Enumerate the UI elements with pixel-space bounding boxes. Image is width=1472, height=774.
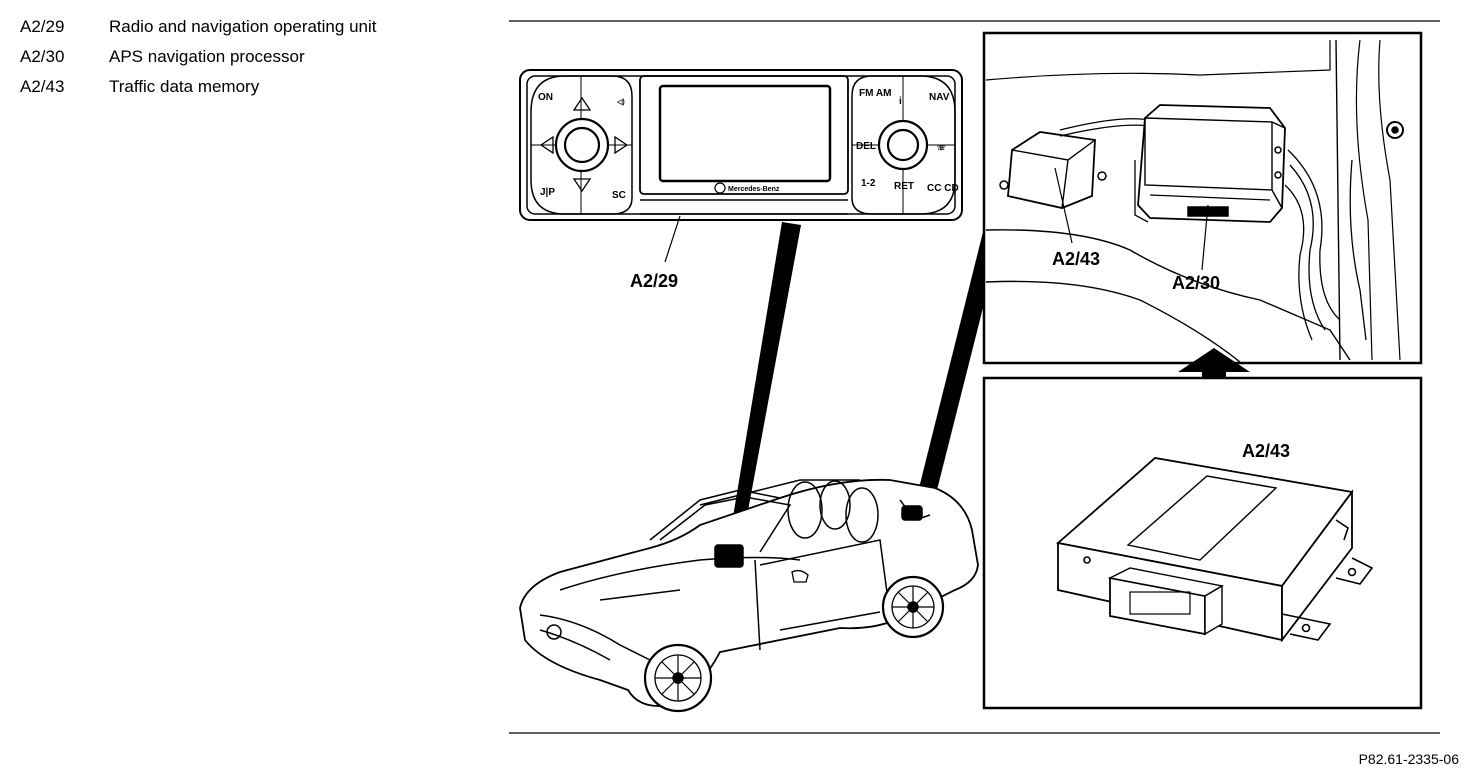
legend-code: A2/30 bbox=[20, 47, 65, 66]
radio-brand-lettering: Mercedes-Benz bbox=[728, 186, 780, 193]
traffic-data-memory-drawing bbox=[1056, 457, 1374, 643]
radio-button-sc: SC bbox=[612, 190, 626, 201]
radio-button-cc-cd: CC CD bbox=[927, 183, 959, 194]
legend-description: Traffic data memory bbox=[109, 77, 260, 96]
leader-line-a2-43-inset bbox=[1054, 167, 1073, 244]
callout-a2-29: A2/29 bbox=[630, 271, 678, 291]
leader-line-a2-30 bbox=[1201, 204, 1209, 271]
up-arrow-icon bbox=[1178, 348, 1250, 382]
leader-line-a2-29 bbox=[664, 215, 681, 263]
info-icon: i bbox=[899, 96, 902, 107]
radio-button-ret: RET bbox=[894, 181, 914, 192]
callout-a2-43-module: A2/43 bbox=[1242, 441, 1290, 461]
radio-button-fm-am: FM AM bbox=[859, 88, 891, 99]
legend-code: A2/29 bbox=[20, 17, 65, 36]
phone-icon: ☏ bbox=[937, 144, 946, 152]
legend-row-a2-30: A2/30 APS navigation processor bbox=[20, 42, 376, 72]
legend-description: Radio and navigation operating unit bbox=[109, 17, 377, 36]
callout-a2-43-inset: A2/43 bbox=[1052, 249, 1100, 269]
radio-button-on: ON bbox=[538, 92, 553, 103]
radio-button-jp: J|P bbox=[540, 187, 555, 198]
legend: A2/29 Radio and navigation operating uni… bbox=[20, 12, 376, 102]
installed-location-drawing bbox=[985, 39, 1404, 363]
radio-button-one-two: 1-2 bbox=[861, 178, 876, 189]
callout-a2-30: A2/30 bbox=[1172, 273, 1220, 293]
pointer-wedge-radio bbox=[729, 222, 801, 543]
pointer-wedge-inset bbox=[917, 232, 990, 498]
speaker-icon: ◁) bbox=[616, 99, 625, 106]
legend-row-a2-29: A2/29 Radio and navigation operating uni… bbox=[20, 12, 376, 42]
legend-description: APS navigation processor bbox=[109, 47, 305, 66]
legend-row-a2-43: A2/43 Traffic data memory bbox=[20, 72, 376, 102]
radio-button-del: DEL bbox=[856, 141, 876, 152]
figure-code: P82.61-2335-06 bbox=[1358, 751, 1459, 767]
radio-navigation-unit-drawing bbox=[519, 69, 963, 221]
radio-button-nav: NAV bbox=[929, 92, 950, 103]
legend-code: A2/43 bbox=[20, 77, 65, 96]
car-drawing bbox=[519, 478, 979, 713]
